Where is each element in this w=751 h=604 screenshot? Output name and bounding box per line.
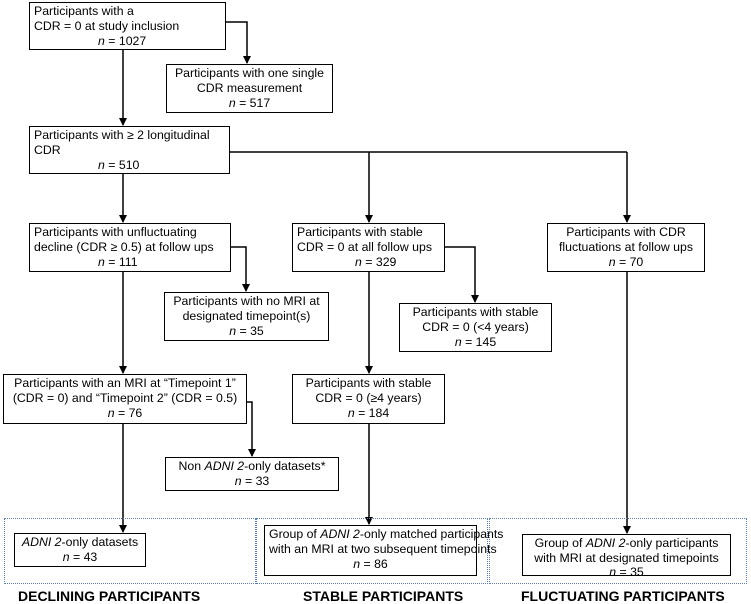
node-line: Participants with an MRI at “Timepoint 1… (14, 376, 236, 390)
node-count: = 329 (361, 255, 397, 269)
node-stable-under-4y: Participants with stable CDR = 0 (<4 yea… (399, 303, 552, 352)
n-symbol: n (98, 255, 105, 269)
node-count: = 35 (236, 324, 264, 338)
group-fluctuating-outline (489, 518, 747, 584)
node-stable-group: Group of ADNI 2-only matched participant… (264, 525, 503, 576)
node-adni2-datasets: ADNI 2-only datasets n = 43 (14, 533, 146, 567)
node-count: = 35 (616, 565, 644, 579)
n-symbol: n (608, 255, 616, 269)
node-count: = 76 (114, 406, 143, 420)
node-stable-followups: Participants with stable CDR = 0 at all … (292, 223, 445, 272)
node-line: CDR = 0 (<4 years) (422, 320, 529, 334)
node-study-inclusion: Participants with a CDR = 0 at study inc… (29, 2, 226, 50)
node-count: = 43 (69, 550, 98, 564)
node-line: with MRI at designated timepoints (534, 551, 719, 565)
node-unfluctuating-decline: Participants with unfluctuating decline … (29, 223, 231, 272)
node-text: -only matched participants (359, 527, 504, 541)
node-text-italic: ADNI 2 (585, 536, 626, 550)
arrow-n4-n7 (231, 246, 250, 292)
node-count: = 510 (104, 158, 140, 172)
n-symbol: n (98, 34, 105, 48)
node-line: with an MRI at two subsequent timepoints (269, 542, 497, 556)
node-text: Non (178, 459, 205, 473)
node-line: Participants with ≥ 2 longitudinal (34, 128, 210, 142)
node-single-cdr: Participants with one single CDR measure… (166, 64, 333, 113)
group-declining-outline (4, 518, 256, 584)
node-count: = 86 (360, 557, 388, 571)
node-line: designated timepoint(s) (182, 309, 311, 323)
node-count: = 184 (354, 406, 390, 420)
node-cdr-fluctuations: Participants with CDR fluctuations at fo… (547, 223, 705, 272)
node-longitudinal-cdr: Participants with ≥ 2 longitudinal CDR n… (29, 126, 230, 174)
node-text-italic: ADNI 2 (21, 535, 62, 549)
arrow-n1-n2 (226, 21, 251, 64)
group-label-fluctuating: FLUCTUATING PARTICIPANTS (521, 588, 725, 604)
n-symbol: n (355, 255, 362, 269)
node-count: = 517 (235, 96, 271, 110)
node-no-mri: Participants with no MRI at designated t… (164, 292, 329, 341)
node-line: Participants with CDR (566, 225, 686, 239)
node-stable-4y-plus: Participants with stable CDR = 0 (≥4 yea… (292, 374, 445, 424)
node-mri-timepoints: Participants with an MRI at “Timepoint 1… (3, 374, 247, 424)
node-line: CDR = 0 at study inclusion (34, 19, 180, 33)
node-line: Participants with a (34, 4, 134, 18)
n-symbol: n (98, 158, 105, 172)
node-line: decline (CDR ≥ 0.5) at follow ups (34, 240, 214, 254)
node-text-italic: ADNI 2 (204, 459, 245, 473)
node-line: Participants with stable (412, 305, 539, 319)
n-symbol: n (234, 474, 242, 488)
node-line: CDR = 0 at all follow ups (297, 240, 432, 254)
node-text-italic: ADNI 2 (320, 527, 360, 541)
arrow-n9-n11 (247, 401, 256, 457)
node-count: = 70 (615, 255, 644, 269)
node-text: -only datasets* (244, 459, 326, 473)
node-count: = 33 (241, 474, 270, 488)
node-text: -only participants (625, 536, 719, 550)
node-line: Participants with one single (174, 66, 324, 80)
node-line: fluctuations at follow ups (559, 240, 693, 254)
n-symbol: n (353, 557, 361, 571)
n-symbol: n (229, 324, 237, 338)
n-symbol: n (228, 96, 236, 110)
node-line: (CDR = 0) and “Timepoint 2” (CDR = 0.5) (12, 391, 238, 405)
node-line: Participants with unfluctuating (34, 225, 197, 239)
node-text: Group of (269, 527, 321, 541)
group-stable-outline (256, 518, 488, 584)
node-count: = 111 (104, 255, 138, 269)
node-non-adni2-datasets: Non ADNI 2-only datasets* n = 33 (165, 457, 339, 491)
node-fluctuating-group: Group of ADNI 2-only participants with M… (522, 534, 731, 579)
n-symbol: n (107, 406, 115, 420)
node-count: = 1027 (104, 34, 147, 48)
node-line: Participants with stable (305, 376, 432, 390)
arrow-n5-n8 (445, 246, 479, 303)
group-label-stable: STABLE PARTICIPANTS (303, 588, 464, 604)
node-line: Participants with no MRI at (173, 294, 320, 308)
node-text: -only datasets (61, 535, 139, 549)
n-symbol: n (454, 335, 462, 349)
node-line: Participants with stable (297, 225, 423, 239)
n-symbol: n (347, 406, 355, 420)
node-text: Group of (534, 536, 586, 550)
n-symbol: n (609, 565, 617, 579)
n-symbol: n (62, 550, 70, 564)
node-line: CDR (34, 143, 61, 157)
node-line: CDR = 0 (≥4 years) (315, 391, 422, 405)
node-count: = 145 (461, 335, 497, 349)
node-line: CDR measurement (196, 81, 303, 95)
group-label-declining: DECLINING PARTICIPANTS (18, 588, 201, 604)
